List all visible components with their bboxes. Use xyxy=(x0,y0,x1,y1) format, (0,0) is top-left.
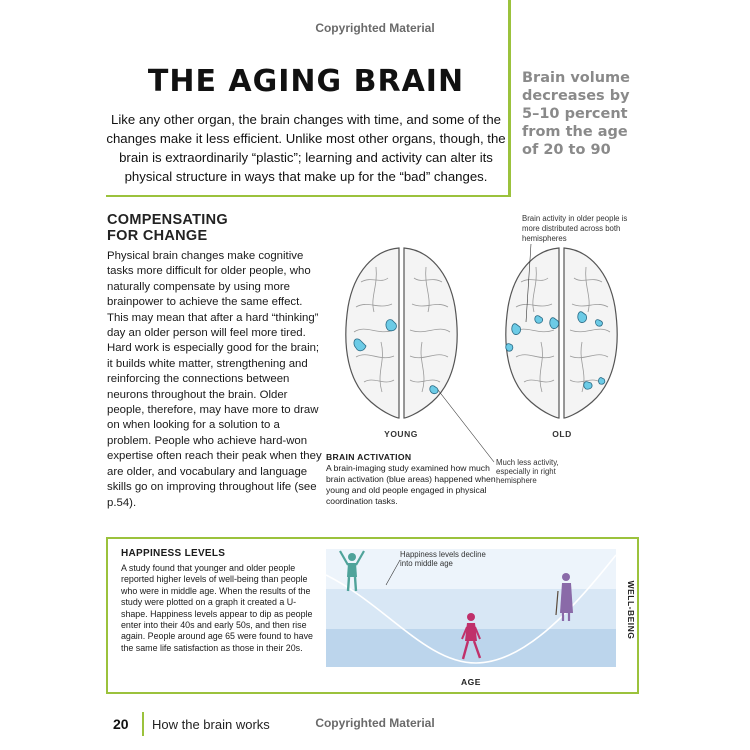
section-heading-line1: COMPENSATING xyxy=(107,212,228,228)
watermark-top: Copyrighted Material xyxy=(315,21,435,35)
horizontal-rule xyxy=(106,195,511,197)
old-activation-1 xyxy=(511,323,521,335)
svg-text:hemisphere: hemisphere xyxy=(496,476,537,485)
old-brain-illustration: OLD xyxy=(505,247,618,439)
svg-text:Brain activity in older people: Brain activity in older people is xyxy=(522,214,627,223)
intro-paragraph: Like any other organ, the brain changes … xyxy=(106,112,506,184)
young-brain-illustration: YOUNG xyxy=(345,247,458,439)
svg-text:Much less activity,: Much less activity, xyxy=(496,458,559,467)
old-label: OLD xyxy=(552,429,571,439)
y-axis-label: WELL-BEING xyxy=(626,581,636,640)
sidebar-fact: Brain volume decreases by 5–10 percent f… xyxy=(522,70,630,158)
old-activation-8 xyxy=(598,377,606,385)
young-label: YOUNG xyxy=(384,429,418,439)
vertical-divider xyxy=(508,0,511,196)
watermark-bottom: Copyrighted Material xyxy=(315,716,435,730)
young-person-figure xyxy=(339,550,365,592)
old-activation-2 xyxy=(505,343,514,352)
middle-aged-person-figure xyxy=(461,613,482,660)
chart-annotation-line1: Happiness levels decline xyxy=(400,550,486,559)
happiness-levels-box: HAPPINESS LEVELS A study found that youn… xyxy=(106,537,639,694)
band-top xyxy=(326,549,616,589)
callout-old: Brain activity in older people is more d… xyxy=(522,214,627,323)
page-number: 20 xyxy=(113,716,129,732)
happiness-u-curve-chart: Happiness levels decline into middle age… xyxy=(326,549,636,687)
happiness-text: A study found that younger and older peo… xyxy=(121,563,313,653)
chart-annotation-line2: into middle age xyxy=(400,559,453,568)
section-heading: COMPENSATING FOR CHANGE xyxy=(107,212,327,244)
brain-activation-text: A brain-imaging study examined how much … xyxy=(326,463,496,506)
page-title: THE AGING BRAIN xyxy=(147,64,465,99)
svg-text:especially in right: especially in right xyxy=(496,467,557,476)
young-activation-center xyxy=(385,319,397,332)
brain-activation-heading: BRAIN ACTIVATION xyxy=(326,452,412,462)
old-activation-4 xyxy=(549,317,559,329)
old-activation-6 xyxy=(595,319,603,327)
svg-text:hemispheres: hemispheres xyxy=(522,234,567,243)
footer-divider xyxy=(142,712,144,736)
callout-young: Much less activity, especially in right … xyxy=(437,389,559,485)
body-text: Physical brain changes make cognitive ta… xyxy=(107,250,322,509)
footer-section-name: How the brain works xyxy=(152,717,270,732)
x-axis-label: AGE xyxy=(461,677,481,687)
section-heading-line2: FOR CHANGE xyxy=(107,228,208,244)
young-activation-left xyxy=(353,338,367,352)
svg-text:more distributed across both: more distributed across both xyxy=(522,224,620,233)
old-activation-3 xyxy=(534,315,544,324)
old-activation-5 xyxy=(577,311,587,323)
happiness-heading: HAPPINESS LEVELS xyxy=(121,548,226,559)
older-person-figure xyxy=(555,573,573,621)
u-curve xyxy=(326,554,617,664)
old-activation-7 xyxy=(583,381,593,390)
brain-activation-figure: YOUNG OLD Brain activity in older people… xyxy=(345,214,627,485)
